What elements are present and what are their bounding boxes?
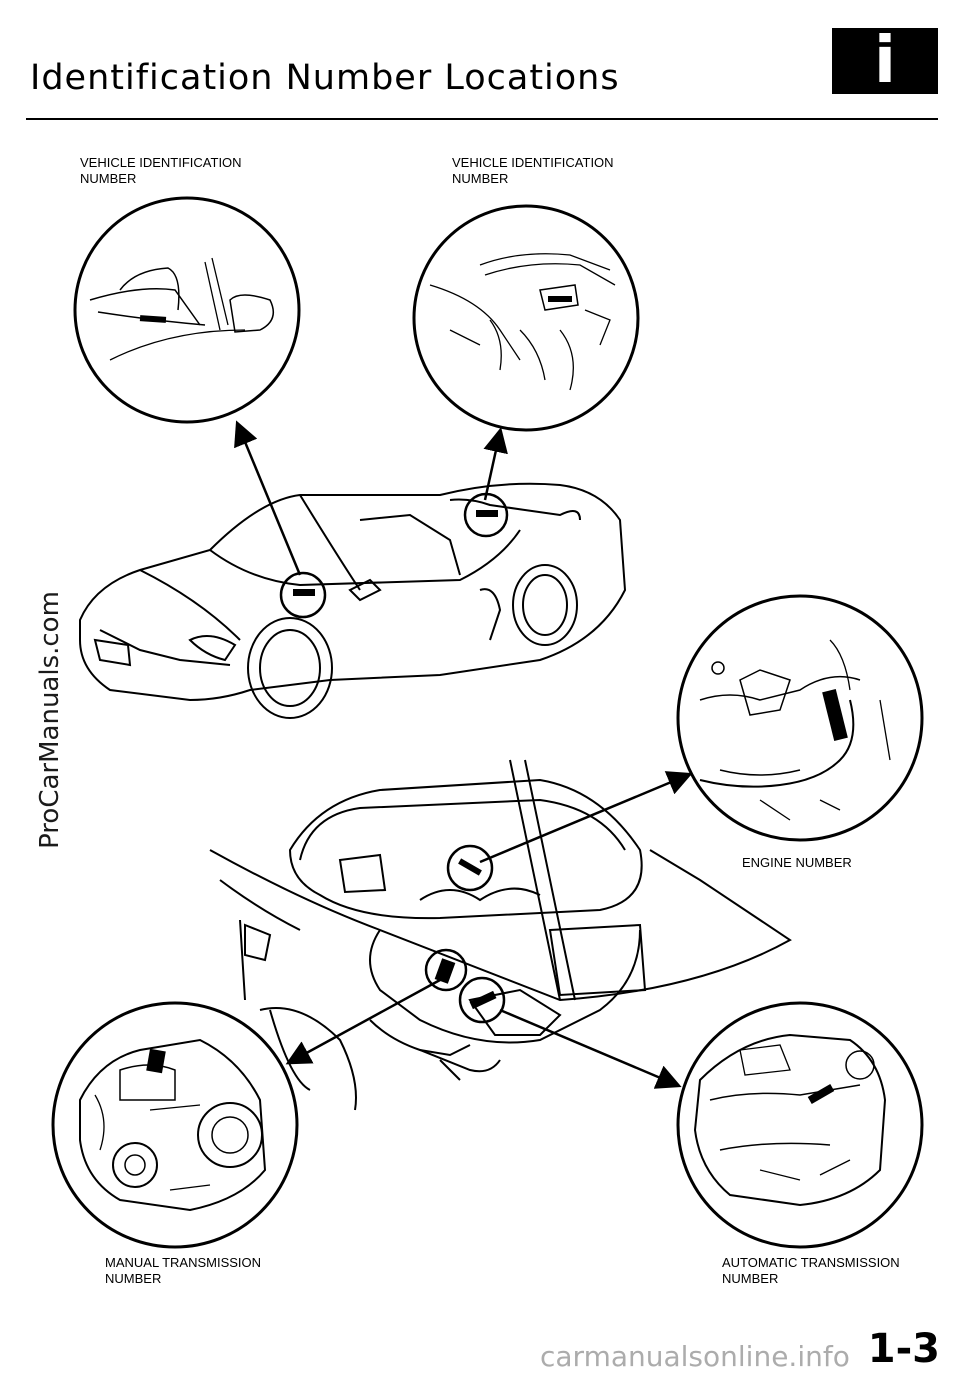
info-letter: i <box>874 24 896 98</box>
arrow-vin-windshield <box>234 420 302 576</box>
footer-watermark: carmanualsonline.info <box>540 1340 850 1373</box>
side-watermark: ProCarManuals.com <box>35 591 65 849</box>
arrow-manual-transmission <box>285 978 441 1065</box>
engine-bay-illustration <box>209 759 792 1111</box>
callout-vin-bulkhead: VEHICLE IDENTIFICATION NUMBER <box>452 155 614 186</box>
detail-engine-number <box>676 594 924 842</box>
detail-vin-bulkhead <box>412 204 640 432</box>
arrow-automatic-transmission <box>499 1008 682 1089</box>
callout-engine-number: ENGINE NUMBER <box>742 855 852 870</box>
arrow-vin-bulkhead <box>483 427 508 501</box>
detail-manual-transmission <box>51 1001 299 1249</box>
callout-automatic-transmission: AUTOMATIC TRANSMISSION NUMBER <box>722 1255 900 1286</box>
page-title: Identification Number Locations <box>30 58 620 98</box>
detail-vin-windshield <box>73 196 301 424</box>
page-number: 1-3 <box>867 1326 940 1372</box>
header-divider <box>26 118 938 120</box>
callout-vin-windshield: VEHICLE IDENTIFICATION NUMBER <box>80 155 242 186</box>
detail-automatic-transmission <box>676 1001 924 1249</box>
car-illustration <box>79 482 627 719</box>
arrow-engine-number <box>479 771 693 864</box>
info-icon: i <box>832 28 938 94</box>
callout-manual-transmission: MANUAL TRANSMISSION NUMBER <box>105 1255 262 1286</box>
